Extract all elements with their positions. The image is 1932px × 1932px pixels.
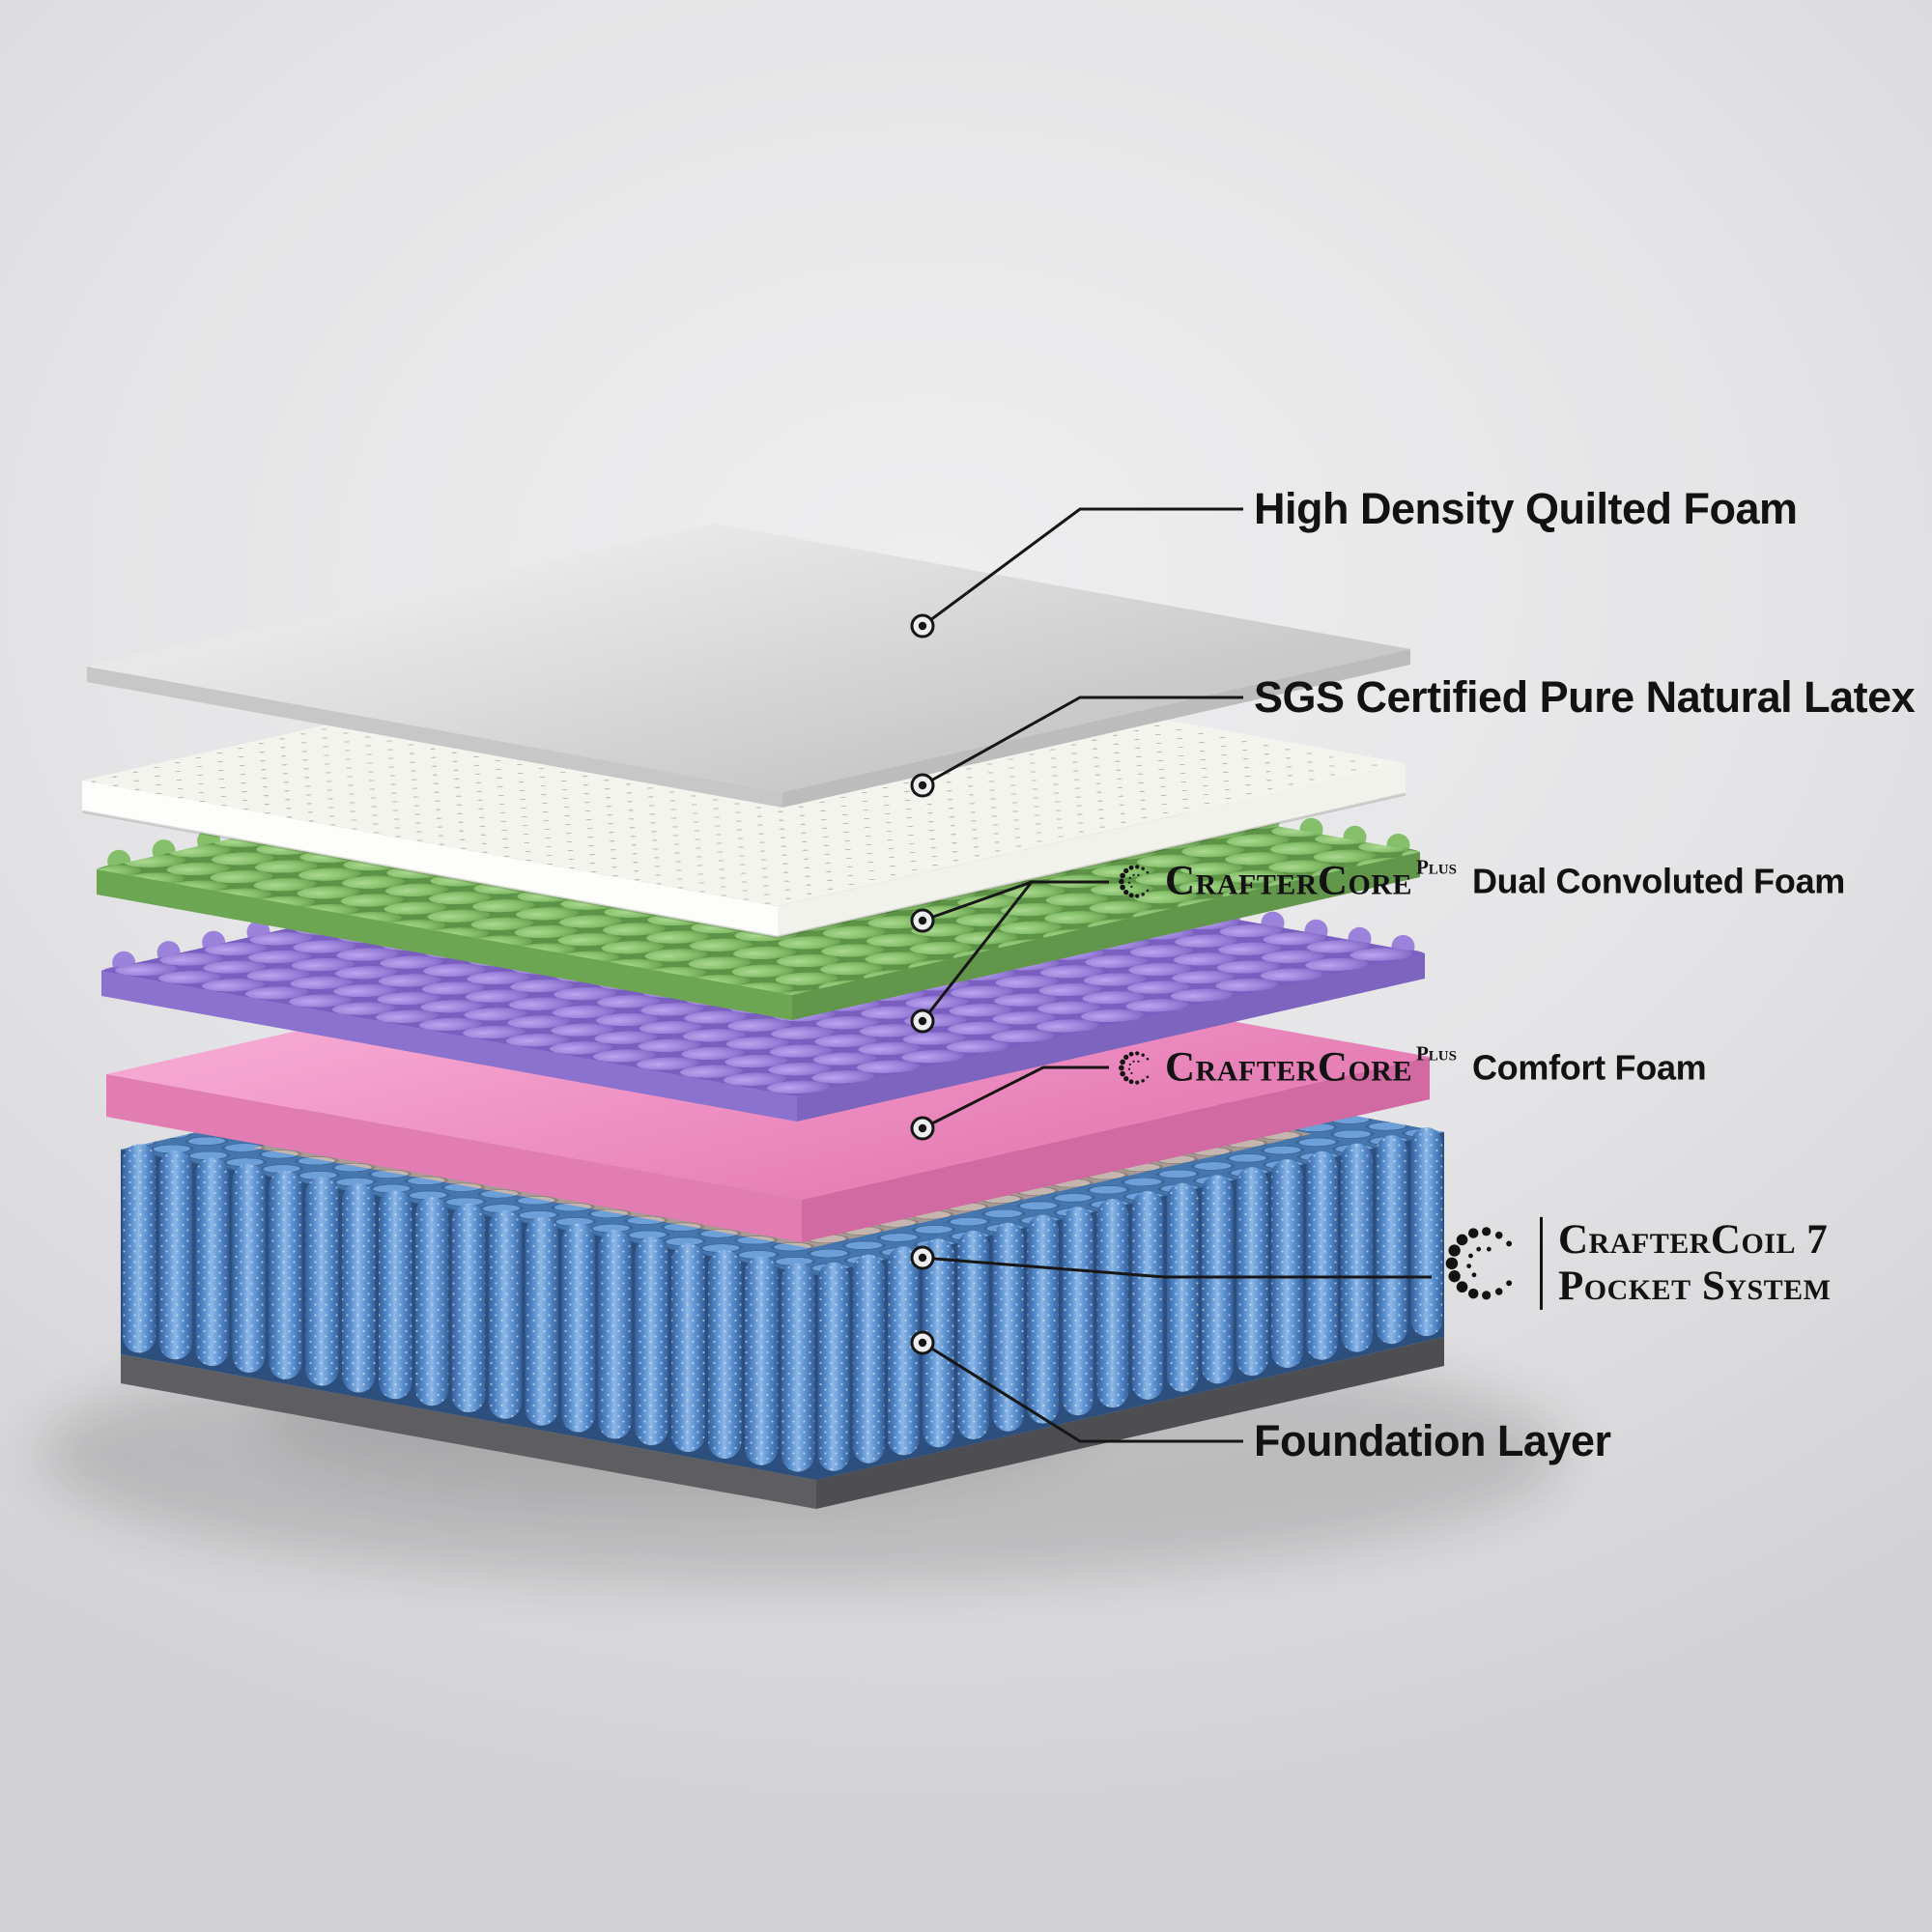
craftercore-brand-text: CrafterCore — [1165, 1044, 1412, 1091]
callout-dual-convoluted-foam: CrafterCore Plus Dual Convoluted Foam — [1116, 855, 1845, 905]
callout-natural-latex: SGS Certified Pure Natural Latex — [1254, 672, 1916, 723]
craftercoil-logo-icon — [1445, 1227, 1513, 1300]
layer-foundation — [121, 1354, 816, 1509]
leader-line — [922, 1256, 1432, 1279]
foundation-layer-label: Foundation Layer — [1254, 1416, 1611, 1465]
label-divider — [1540, 1217, 1543, 1310]
natural-latex-label: SGS Certified Pure Natural Latex — [1254, 672, 1916, 722]
craftercore-brand-text: CrafterCore — [1165, 858, 1412, 904]
callout-comfort-foam: CrafterCore Plus Comfort Foam — [1116, 1041, 1707, 1092]
leader-lines — [910, 507, 1432, 1443]
craftercore-plus-superscript: Plus — [1415, 855, 1457, 879]
callout-craftercoil-pocket-system: CrafterCoil 7 Pocket System — [1439, 1217, 1831, 1310]
leader-line — [922, 696, 1243, 787]
leader-line — [922, 507, 1243, 628]
craftercoil-text-block: CrafterCoil 7 Pocket System — [1558, 1217, 1831, 1310]
leader-line — [922, 1341, 1243, 1443]
layer-quilted-foam — [87, 524, 1410, 808]
craftercore-plus-superscript: Plus — [1415, 1041, 1457, 1065]
craftercore-logo-icon — [1119, 864, 1150, 898]
callout-quilted-foam: High Density Quilted Foam — [1254, 484, 1798, 534]
craftercoil-line1: CrafterCoil 7 — [1558, 1216, 1829, 1263]
callout-foundation-layer: Foundation Layer — [1254, 1416, 1611, 1466]
comfort-foam-label: Comfort Foam — [1471, 1047, 1707, 1087]
leader-line — [922, 1065, 1109, 1130]
dual-convoluted-foam-label: Dual Convoluted Foam — [1471, 861, 1845, 900]
leader-line — [921, 881, 1034, 1022]
craftercoil-line2: Pocket System — [1558, 1264, 1832, 1309]
quilted-foam-label: High Density Quilted Foam — [1254, 484, 1798, 533]
craftercore-logo-icon — [1119, 1050, 1150, 1085]
